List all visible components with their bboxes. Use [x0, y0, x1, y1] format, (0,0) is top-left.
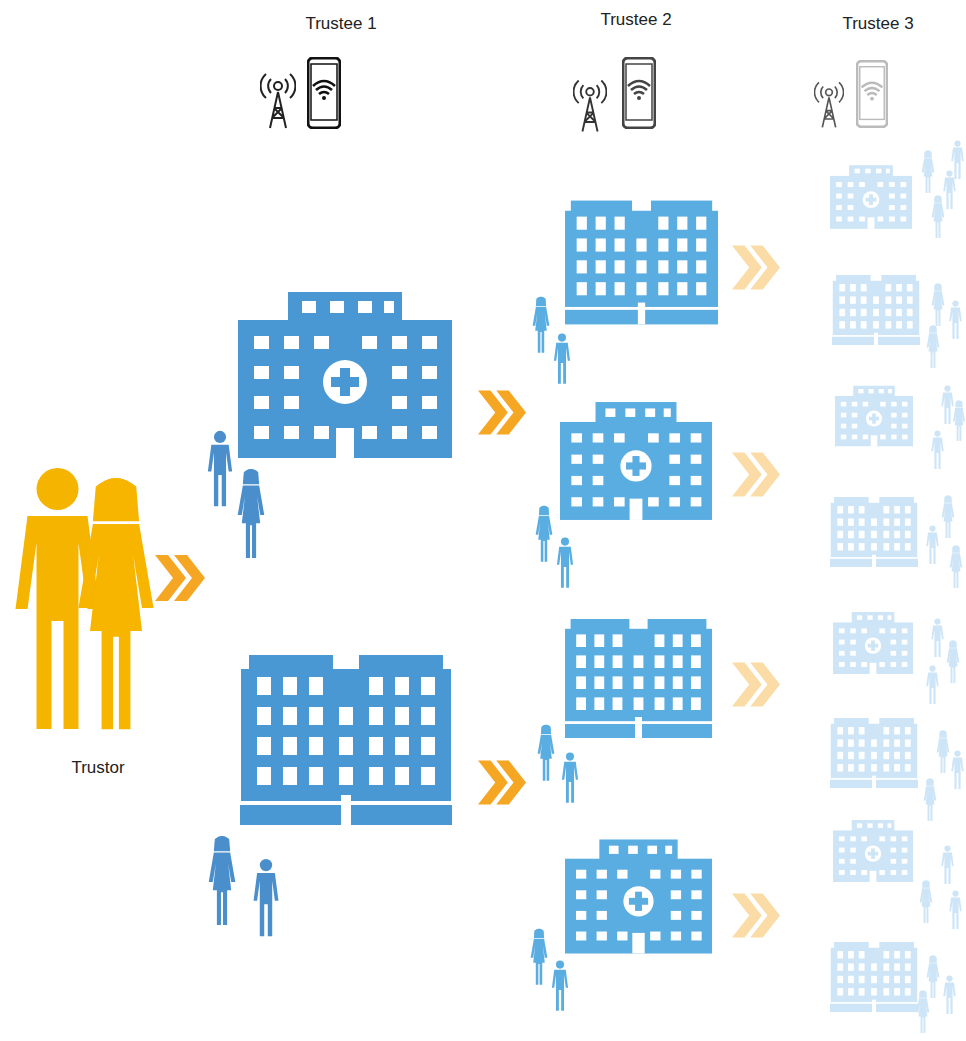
person-figure — [533, 297, 550, 353]
person-figure — [950, 545, 963, 588]
office-building — [237, 655, 455, 825]
office-building — [829, 497, 919, 567]
person-figure — [941, 845, 953, 884]
chevron-arrow — [478, 390, 526, 434]
person-figure — [932, 195, 945, 238]
hospital-building — [833, 820, 913, 882]
phone-symbol — [857, 61, 887, 127]
chevron-arrow — [478, 760, 526, 804]
person-figure — [922, 150, 935, 193]
hospital-building — [830, 165, 912, 229]
chevron-arrow — [732, 452, 780, 496]
person-figure — [254, 859, 279, 936]
office-building — [562, 201, 721, 325]
person-figure — [552, 961, 568, 1011]
person-figure — [926, 665, 938, 704]
column-label: Trustee 3 — [842, 14, 913, 34]
chevron-arrow — [732, 662, 780, 706]
person-figure — [538, 725, 555, 781]
office-building — [829, 942, 919, 1012]
office-building — [829, 718, 919, 788]
hospital-building — [560, 402, 712, 520]
person-figure — [554, 334, 570, 384]
person-figure — [931, 430, 943, 469]
person-figure — [208, 431, 232, 506]
chevron-arrow — [732, 245, 780, 289]
person-figure — [949, 300, 961, 339]
person-figure — [943, 975, 955, 1014]
person-figure — [932, 283, 945, 326]
trustee-3-group — [829, 140, 965, 1033]
hospital-building — [238, 292, 452, 458]
person-figure — [947, 640, 960, 683]
person-figure — [953, 400, 965, 441]
person-figure — [951, 140, 963, 179]
person-figure — [937, 730, 950, 773]
person-figure — [536, 506, 553, 562]
person-figure — [927, 955, 940, 998]
person-figure — [562, 753, 578, 803]
person-figure — [931, 618, 943, 657]
hospital-building — [833, 612, 913, 674]
person-figure — [238, 469, 265, 558]
column-label: Trustee 2 — [600, 10, 671, 30]
trustor-person — [78, 478, 153, 729]
column-label: Trustee 1 — [305, 14, 376, 34]
person-figure — [949, 890, 961, 929]
hospital-building — [835, 386, 913, 447]
chevron-arrow — [155, 555, 205, 601]
tower-symbol — [574, 80, 607, 131]
person-figure — [951, 750, 963, 789]
person-figure — [209, 836, 236, 925]
chevron-arrow — [732, 893, 780, 937]
phone-symbol — [308, 58, 340, 128]
person-figure — [927, 325, 940, 368]
office-building — [831, 275, 921, 345]
person-figure — [917, 990, 930, 1033]
role-label: Trustor — [71, 758, 124, 778]
person-figure — [943, 170, 955, 209]
tower-symbol — [261, 74, 296, 128]
hospital-building — [565, 839, 712, 953]
person-figure — [557, 538, 573, 588]
person-figure — [942, 495, 955, 538]
office-building — [562, 619, 715, 738]
tower-symbol — [814, 82, 843, 127]
person-figure — [531, 929, 548, 985]
phone-symbol — [623, 58, 655, 128]
person-figure — [920, 880, 933, 923]
person-figure — [926, 525, 938, 564]
person-figure — [924, 778, 937, 821]
person-figure — [941, 385, 953, 424]
